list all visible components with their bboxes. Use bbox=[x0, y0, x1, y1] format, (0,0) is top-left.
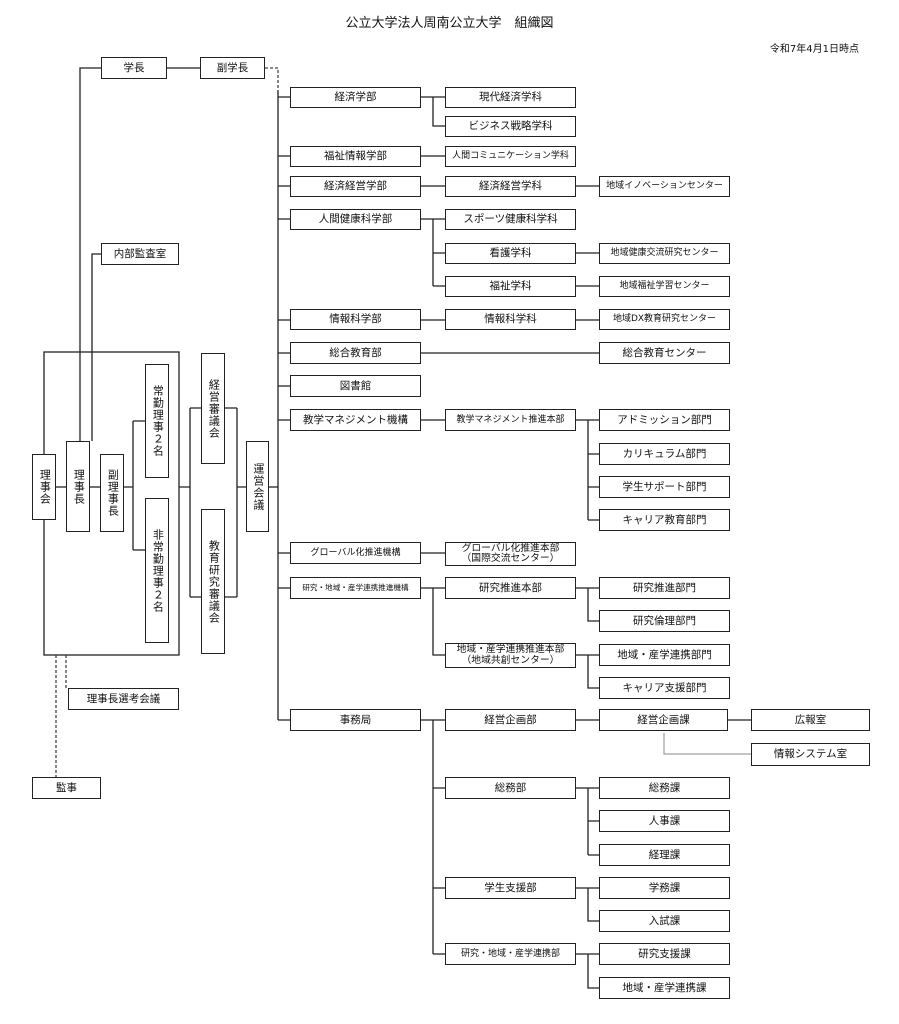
node-koho: 広報室 bbox=[751, 709, 870, 731]
node-kenko-koryu: 地域健康交流研究センター bbox=[599, 243, 730, 264]
node-fukugakucho: 副学長 bbox=[200, 57, 265, 79]
node-kango: 看護学科 bbox=[445, 243, 576, 264]
node-kyouiku-shingikai: 教育研究審議会 bbox=[201, 509, 225, 654]
node-nyushi: 入試課 bbox=[599, 910, 730, 932]
node-ningen-comm: 人間コミュニケーション学科 bbox=[445, 146, 576, 167]
node-fukushi-ka: 福祉学科 bbox=[445, 276, 576, 297]
node-hijoukin: 非常勤理事２名 bbox=[145, 498, 169, 643]
node-admission: アドミッション部門 bbox=[599, 409, 730, 431]
node-toshokan: 図書館 bbox=[290, 375, 421, 397]
connector-shingikai-unei bbox=[225, 407, 246, 598]
node-somu-bu: 総務部 bbox=[445, 777, 576, 799]
node-joho-system: 情報システム室 bbox=[751, 743, 870, 766]
page-title: 公立大学法人周南公立大学 組織図 bbox=[345, 16, 554, 31]
connector-jimukyoku bbox=[421, 719, 445, 955]
node-keizai-keiei: 経済経営学部 bbox=[290, 176, 421, 197]
node-kenkyu-rinri: 研究倫理部門 bbox=[599, 610, 730, 632]
node-chiiki-renkei-ka: 地域・産学連携課 bbox=[599, 977, 730, 999]
connector-ningen-kenko bbox=[421, 218, 599, 287]
connector-board-shingikai bbox=[179, 407, 201, 598]
node-gakusei-bu: 学生支援部 bbox=[445, 877, 576, 899]
node-fukurijicho: 副理事長 bbox=[100, 454, 124, 532]
node-keiei-kikaku-bu: 経営企画部 bbox=[445, 709, 576, 731]
node-chiiki-innov: 地域イノベーションセンター bbox=[599, 176, 730, 197]
connector-fukugakucho-spine bbox=[265, 67, 279, 90]
node-kenkyu-honbu: 研究推進本部 bbox=[445, 577, 576, 599]
node-curriculum: カリキュラム部門 bbox=[599, 443, 730, 465]
node-jinji: 人事課 bbox=[599, 810, 730, 832]
node-unei: 運営会議 bbox=[246, 441, 269, 532]
node-rijikai: 理事会 bbox=[32, 454, 56, 520]
node-sogo-center: 総合教育センター bbox=[599, 342, 730, 364]
connector-keizai bbox=[421, 96, 445, 127]
node-business: ビジネス戦略学科 bbox=[445, 116, 576, 137]
node-kenkyu-shien-ka: 研究支援課 bbox=[599, 943, 730, 965]
node-joukin: 常勤理事２名 bbox=[145, 364, 169, 478]
connector-somu bbox=[576, 787, 599, 856]
node-fukushi-gakushu: 地域福祉学習センター bbox=[599, 276, 730, 297]
connector-gakusei bbox=[576, 887, 599, 922]
spine-branches bbox=[278, 96, 290, 721]
node-keizai-gakubu: 経済学部 bbox=[290, 87, 421, 108]
connector-kenkyu bbox=[421, 587, 599, 689]
node-global-kiko: グローバル化推進機構 bbox=[290, 542, 421, 564]
node-kyogaku-honbu: 教学マネジメント推進本部 bbox=[445, 409, 576, 431]
connector-naibu bbox=[91, 253, 101, 441]
node-keiei-shingikai: 経営審議会 bbox=[201, 353, 225, 464]
as-of-date: 令和7年4月1日時点 bbox=[769, 44, 859, 55]
connector-joho-system bbox=[663, 733, 751, 755]
connector-gakucho-rijicho bbox=[79, 67, 101, 441]
node-joho-ka: 情報科学科 bbox=[445, 309, 576, 330]
connector-kyogaku bbox=[421, 419, 599, 521]
node-gakusei-support: 学生サポート部門 bbox=[599, 476, 730, 498]
node-kenkyu-kiko: 研究・地域・産学連携推進機構 bbox=[290, 577, 421, 599]
node-kanji: 監事 bbox=[32, 777, 101, 799]
connector-renkei bbox=[576, 953, 599, 989]
node-rijicho: 理事長 bbox=[66, 441, 90, 532]
node-dx: 地域DX教育研究センター bbox=[599, 309, 730, 330]
node-career-shien: キャリア支援部門 bbox=[599, 677, 730, 699]
node-kenkyu-suishin: 研究推進部門 bbox=[599, 577, 730, 599]
node-renkei-bu: 研究・地域・産学連携部 bbox=[445, 943, 576, 965]
node-gendai: 現代経済学科 bbox=[445, 87, 576, 108]
node-keizai-keiei-ka: 経済経営学科 bbox=[445, 176, 576, 197]
node-gakumu: 学務課 bbox=[599, 877, 730, 899]
node-naibu: 内部監査室 bbox=[101, 243, 179, 265]
node-keiri: 経理課 bbox=[599, 844, 730, 866]
node-global-honbu: グローバル化推進本部 （国際交流センター） bbox=[445, 542, 576, 566]
node-chiiki-honbu: 地域・産学連携推進本部 （地域共創センター） bbox=[445, 643, 576, 668]
node-sports: スポーツ健康科学科 bbox=[445, 209, 576, 230]
node-gakucho: 学長 bbox=[101, 57, 167, 79]
node-chiiki-bumon: 地域・産学連携部門 bbox=[599, 644, 730, 666]
connector-fukurijicho-riji bbox=[124, 420, 145, 551]
node-senkou: 理事長選考会議 bbox=[68, 688, 179, 710]
node-joho-gakubu: 情報科学部 bbox=[290, 309, 421, 330]
node-ningen-kenko: 人間健康科学部 bbox=[290, 209, 421, 230]
node-jimukyoku: 事務局 bbox=[290, 709, 421, 731]
node-kyogaku-kiko: 教学マネジメント機構 bbox=[290, 409, 421, 431]
node-fukushi-joho: 福祉情報学部 bbox=[290, 146, 421, 167]
node-career-edu: キャリア教育部門 bbox=[599, 509, 730, 531]
node-somu-ka: 総務課 bbox=[599, 777, 730, 799]
node-keiei-kikaku-ka: 経営企画課 bbox=[599, 709, 728, 731]
node-sogo-bu: 総合教育部 bbox=[290, 342, 421, 364]
